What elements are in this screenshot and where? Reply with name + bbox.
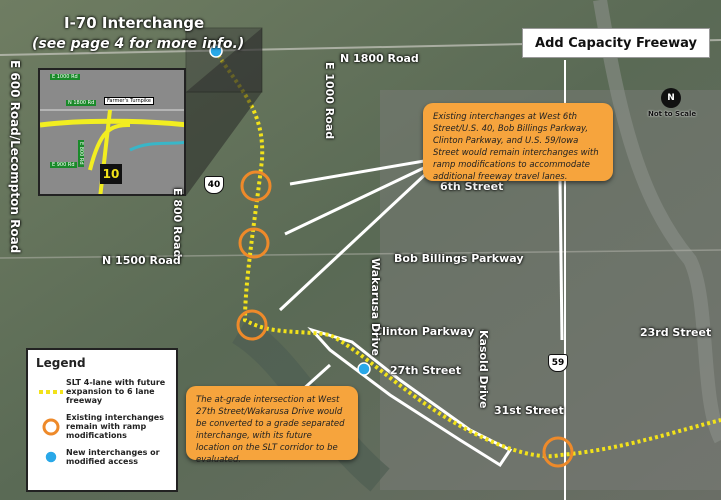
route-10-shield: 10 (100, 164, 122, 184)
road-label: E 600 Road/Lecompton Road (8, 60, 22, 254)
legend: Legend SLT 4-lane with future expansion … (26, 348, 178, 492)
us40-shield: 40 (204, 176, 224, 194)
i70-inset-map: E 1000 Rd N 1800 Rd Farmer's Turnpike E … (38, 68, 186, 196)
new-access-27th (357, 362, 371, 376)
legend-item: SLT 4-lane with future expansion to 6 la… (36, 378, 168, 405)
legend-title: Legend (36, 356, 86, 370)
inset-label: E 1000 Rd (50, 74, 80, 80)
road-label: Bob Billings Parkway (394, 252, 524, 265)
road-label: 27th Street (390, 364, 462, 377)
legend-item: Existing interchanges remain with ramp m… (36, 413, 168, 440)
map-title: Add Capacity Freeway (522, 28, 710, 58)
blue-dot-icon (36, 449, 66, 465)
interchange-bob-billings (238, 227, 270, 259)
interchange-rings (236, 170, 574, 468)
inset-subtitle: (see page 4 for more info.) (32, 36, 245, 52)
road-label: 6th Street (440, 180, 504, 193)
inset-title: I-70 Interchange (64, 14, 205, 32)
road-label: N 1800 Road (340, 52, 419, 65)
legend-label: SLT 4-lane with future expansion to 6 la… (66, 378, 166, 405)
scale-note: Not to Scale (648, 110, 697, 118)
road-label: E 1000 Road (323, 62, 336, 140)
us59-shield: 59 (548, 354, 568, 372)
slt-corridor (213, 48, 721, 459)
legend-label: New interchanges or modified access (66, 448, 160, 466)
yellow-dotted-line-icon (36, 389, 66, 395)
interchange-clinton (236, 309, 268, 341)
legend-item: New interchanges or modified access (36, 448, 168, 466)
inset-label: E 800 Rd (78, 140, 84, 167)
inset-label: N 1800 Rd (66, 100, 97, 106)
road-label: N 1500 Road (102, 254, 181, 267)
north-arrow: N (661, 88, 681, 108)
road-label: Wakarusa Drive (369, 258, 382, 356)
callout-existing-interchanges: Existing interchanges at West 6th Street… (423, 103, 613, 182)
new-access-i70 (209, 44, 223, 58)
inset-label: E 900 Rd (50, 162, 77, 168)
road-label: 31st Street (494, 404, 564, 417)
river (593, 0, 721, 444)
inset-label: Farmer's Turnpike (104, 97, 154, 105)
road-label: Kasold Drive (477, 330, 490, 409)
road-label: Clinton Parkway (374, 325, 475, 338)
orange-ring-icon (36, 418, 66, 436)
interchange-us59 (542, 436, 574, 468)
callout-at-grade-intersection: The at-grade intersection at West 27th S… (186, 386, 358, 465)
legend-label: Existing interchanges remain with ramp m… (66, 413, 164, 440)
interchange-6th (240, 170, 272, 202)
road-label: 23rd Street (640, 326, 712, 339)
road-label: E 800 Road (171, 188, 184, 258)
